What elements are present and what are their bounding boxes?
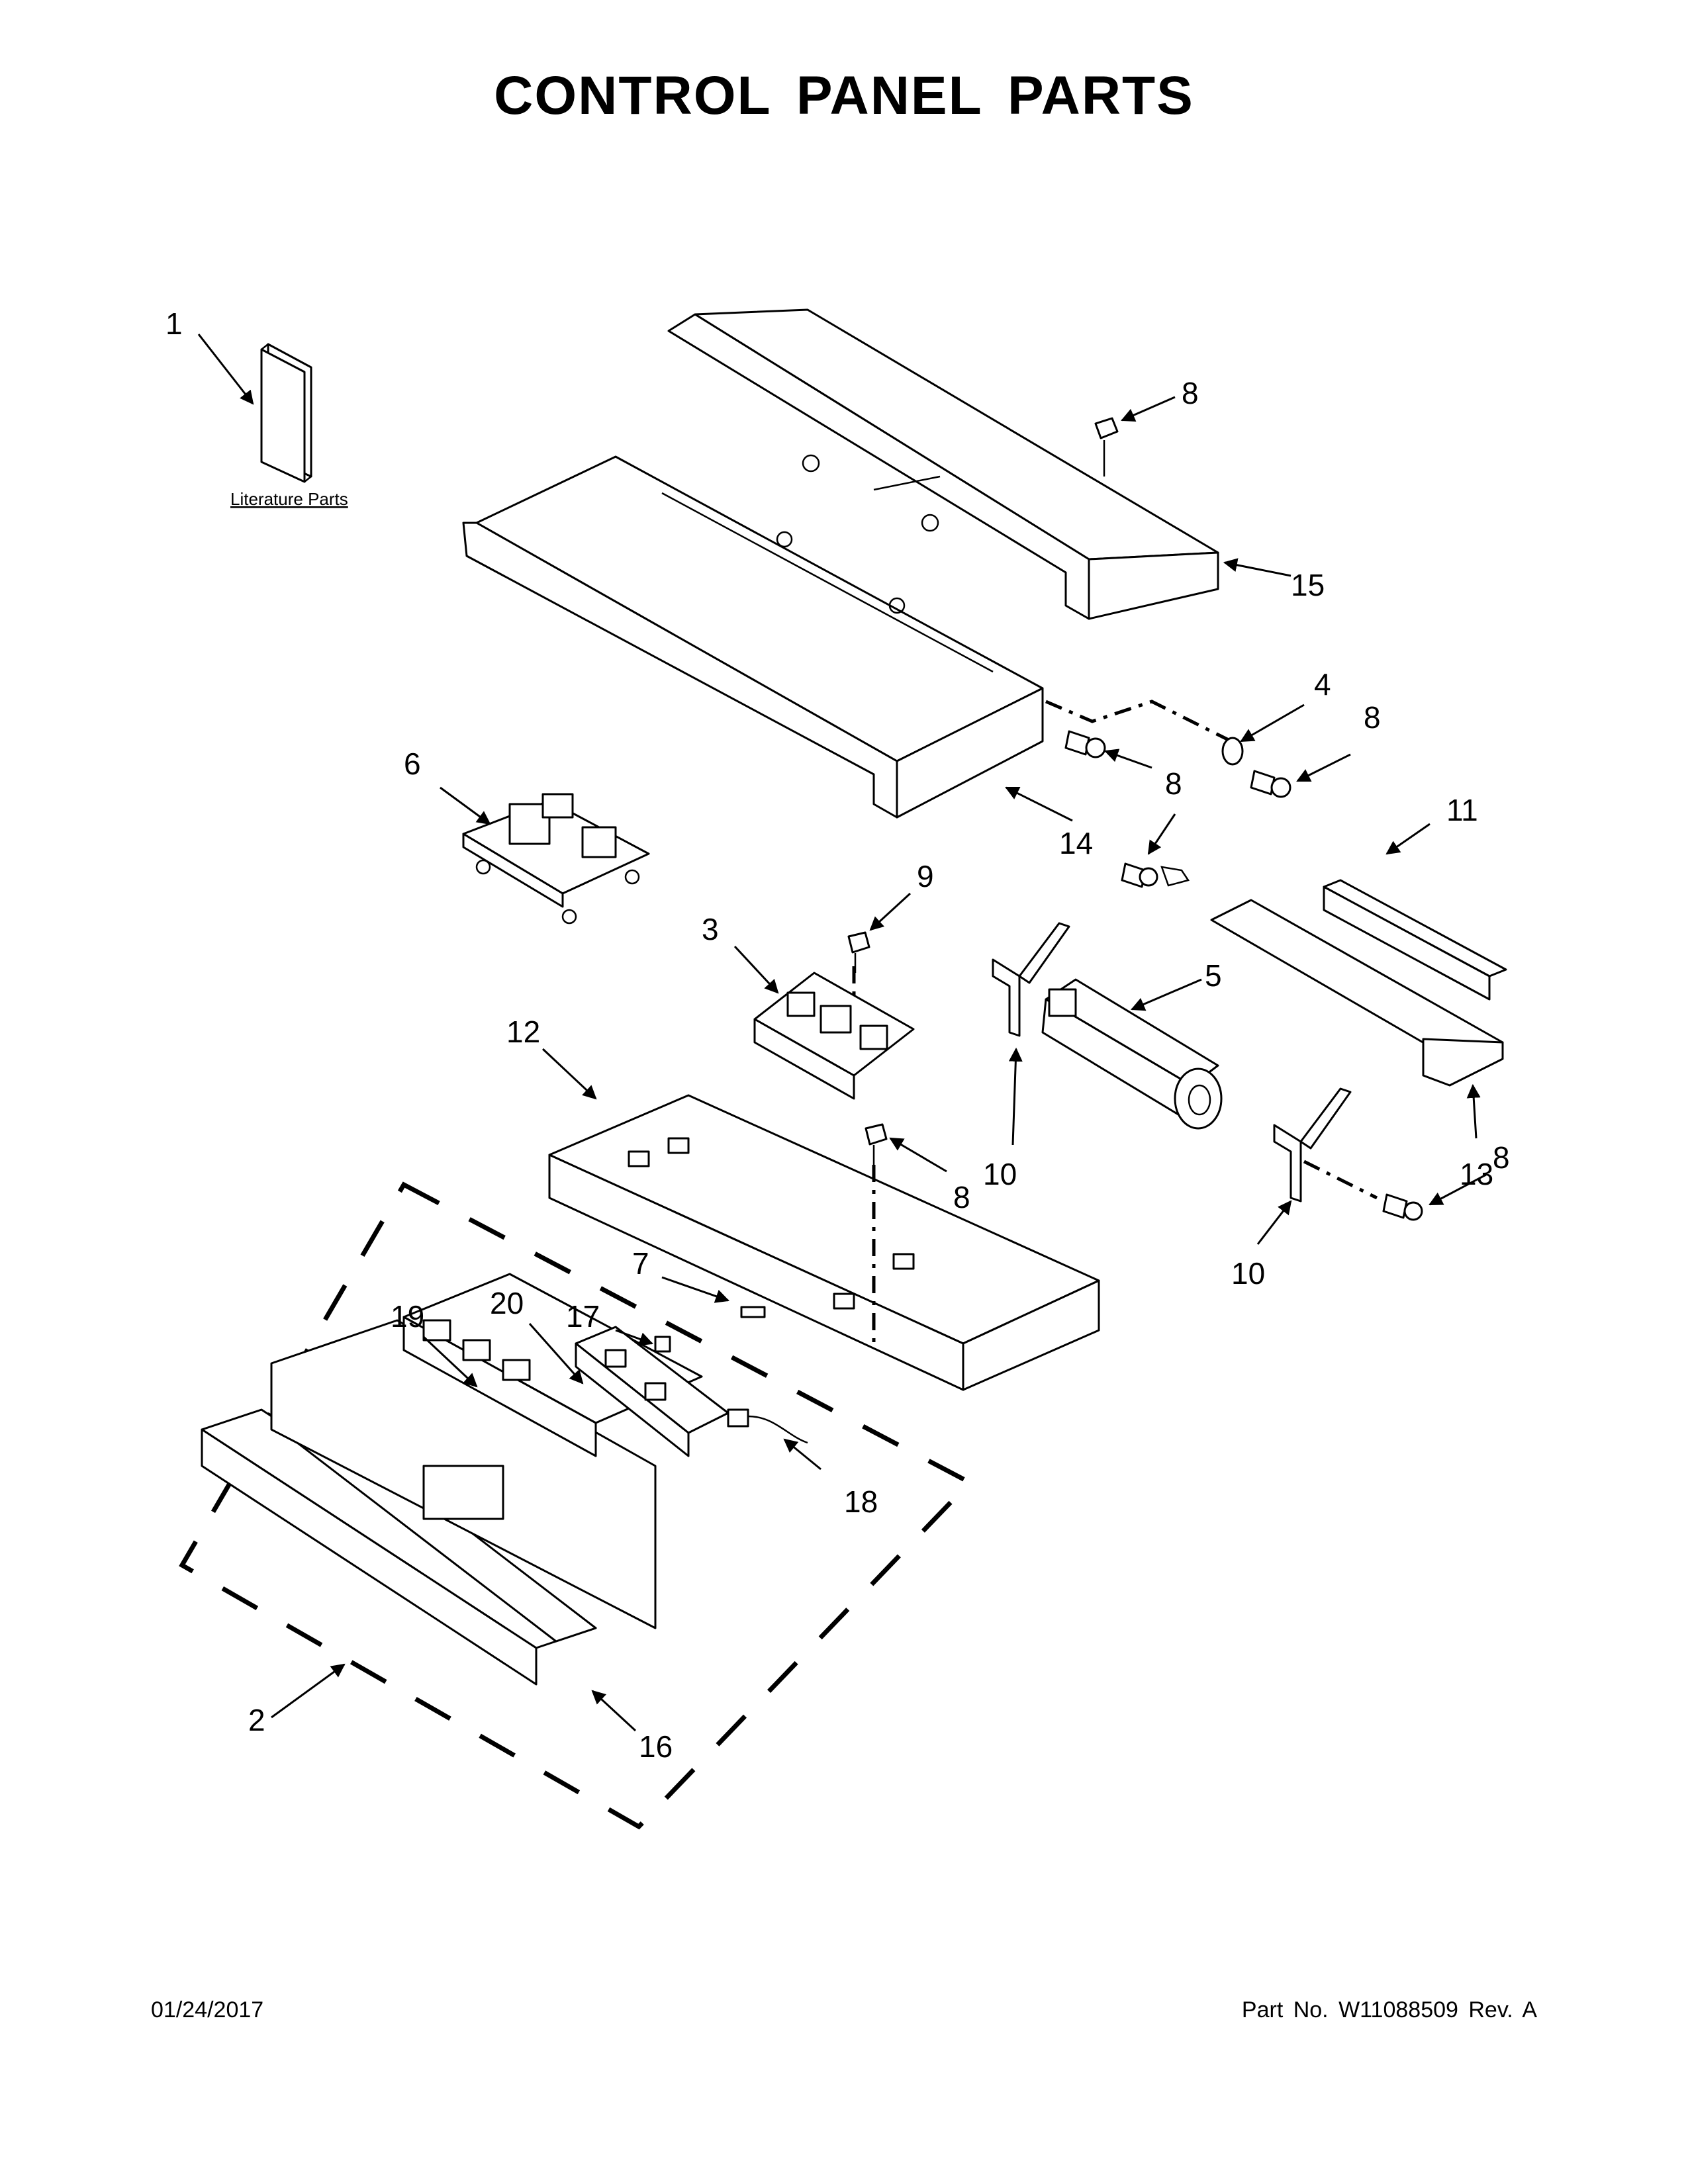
footer-part-number: Part No. W11088509 Rev. A [1241, 1997, 1537, 2023]
bracket-part-10a [992, 922, 1070, 1037]
harness-part-18 [727, 1408, 808, 1444]
mounting-plate-part-12 [548, 1094, 1100, 1391]
blower-part-5 [1041, 978, 1223, 1130]
page-title: CONTROL PANEL PARTS [494, 66, 1194, 126]
callout-2: 2 [248, 1703, 265, 1737]
glass-panel [270, 1319, 657, 1629]
callout-9: 9 [917, 859, 934, 893]
control-board-part-3 [753, 972, 915, 1100]
callout-14: 14 [1059, 826, 1093, 860]
literature-booklet [260, 343, 312, 483]
callout-20: 20 [490, 1286, 524, 1320]
footer-date: 01/24/2017 [151, 1997, 264, 2023]
callout-8d: 8 [953, 1180, 970, 1214]
callout-8a: 8 [1182, 376, 1199, 410]
screw-part-8a [1094, 417, 1119, 477]
bracket-part-13 [1160, 866, 1504, 1087]
callout-10b: 10 [1231, 1256, 1265, 1291]
callout-16: 16 [639, 1729, 673, 1764]
screw-part-8c [1250, 770, 1291, 798]
bracket-part-10b [1273, 1087, 1352, 1203]
callout-18: 18 [844, 1484, 878, 1519]
relay-board-part-6 [462, 793, 650, 925]
callout-3: 3 [702, 912, 719, 946]
callout-7: 7 [632, 1246, 649, 1281]
callout-17: 17 [566, 1299, 600, 1334]
callout-1: 1 [165, 306, 183, 341]
literature-parts-label: Literature Parts [230, 489, 348, 509]
callout-8e: 8 [1493, 1140, 1510, 1175]
callout-12: 12 [506, 1015, 540, 1049]
callout-15: 15 [1291, 568, 1325, 602]
washer-part-4 [1221, 737, 1244, 766]
screw-part-9 [847, 931, 870, 973]
switch-part-17 [654, 1336, 671, 1353]
callout-5: 5 [1205, 958, 1222, 993]
callout-4: 4 [1314, 667, 1331, 702]
screw-part-8f [865, 1123, 888, 1165]
gasket-part-11 [1323, 879, 1507, 1001]
callout-8b: 8 [1364, 700, 1381, 735]
callout-11: 11 [1446, 793, 1478, 827]
clip-part-7 [740, 1306, 766, 1318]
screw-part-8b [1064, 730, 1106, 758]
lower-shield-part-14 [462, 455, 1044, 819]
callout-6: 6 [404, 747, 421, 781]
screw-part-8e [1382, 1193, 1423, 1221]
callout-19: 19 [391, 1299, 424, 1334]
callout-13: 13 [1460, 1157, 1493, 1191]
screw-part-8d [1121, 862, 1158, 888]
callout-10a: 10 [983, 1157, 1017, 1191]
callout-8c: 8 [1165, 766, 1182, 801]
upper-shield-part-15 [667, 308, 1219, 620]
